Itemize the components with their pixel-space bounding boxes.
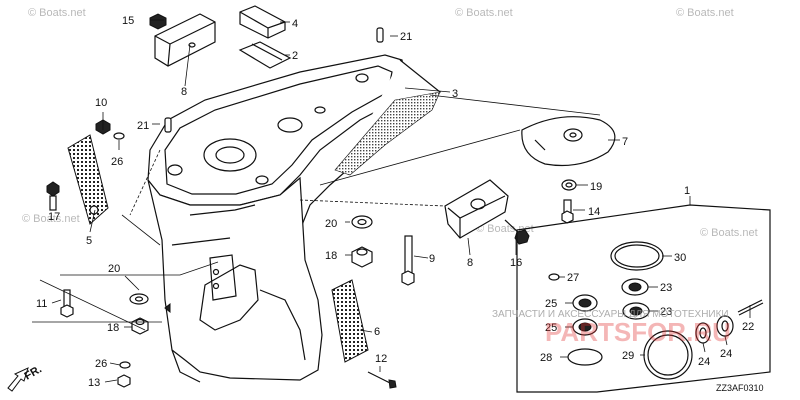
callout-29: 29 xyxy=(622,350,634,362)
plate-2 xyxy=(238,41,292,69)
bracket-8 xyxy=(444,179,509,239)
gear-case-housing xyxy=(147,54,441,383)
callout-24-left: 24 xyxy=(698,356,710,368)
callout-12: 12 xyxy=(375,353,387,365)
water-screen-grill-5 xyxy=(67,134,109,225)
callout-21-top: 21 xyxy=(400,31,412,43)
watermark-boats-top-right: © Boats.net xyxy=(676,7,734,19)
screw-12 xyxy=(367,371,397,389)
seal-24-right xyxy=(716,315,734,337)
bolt-14 xyxy=(561,199,574,224)
anode-plate-7 xyxy=(521,116,616,167)
washer-19 xyxy=(561,179,577,191)
front-direction-arrow: FR. xyxy=(7,363,44,392)
water-pump-kit-box-1 xyxy=(516,196,771,393)
callout-6: 6 xyxy=(374,326,380,338)
callout-25-lower: 25 xyxy=(545,322,557,334)
callout-27: 27 xyxy=(567,272,579,284)
callout-8-top: 8 xyxy=(181,86,187,98)
callout-4: 4 xyxy=(292,18,298,30)
rubber-block-4 xyxy=(239,5,286,39)
callout-21-left: 21 xyxy=(137,120,149,132)
callout-5: 5 xyxy=(86,235,92,247)
drawing-code: ZZ3AF0310 xyxy=(716,383,764,393)
bolt-13 xyxy=(117,374,131,388)
bearing-25-lower xyxy=(572,318,598,336)
watermark-boats-top-mid: © Boats.net xyxy=(455,7,513,19)
direction-label: FR. xyxy=(23,363,44,382)
bolt-9 xyxy=(401,235,415,286)
callout-8-bracket: 8 xyxy=(467,257,473,269)
bearing-25-upper xyxy=(572,294,598,312)
callout-13: 13 xyxy=(88,377,100,389)
callout-14: 14 xyxy=(588,206,600,218)
dowel-pin-21-top xyxy=(376,27,384,43)
callout-26-top: 26 xyxy=(111,156,123,168)
callout-3: 3 xyxy=(452,88,458,100)
bolt-15 xyxy=(149,13,167,30)
callout-28: 28 xyxy=(540,352,552,364)
callout-9: 9 xyxy=(429,253,435,265)
watermark-boats-mid-left: © Boats.net xyxy=(22,213,80,225)
washer-20-upper xyxy=(351,215,373,229)
callout-1: 1 xyxy=(684,185,690,197)
callout-26-lower: 26 xyxy=(95,358,107,370)
callout-24-right: 24 xyxy=(720,348,732,360)
o-ring-28 xyxy=(567,348,603,366)
callout-22: 22 xyxy=(742,321,754,333)
watermark-boats-right: © Boats.net xyxy=(700,227,758,239)
callout-18-lower: 18 xyxy=(107,322,119,334)
water-screen-grill-6 xyxy=(331,279,369,363)
dowel-pin-21-left xyxy=(164,117,172,133)
o-ring-30 xyxy=(610,241,664,271)
callout-17: 17 xyxy=(48,211,60,223)
callout-23-lower: 23 xyxy=(660,306,672,318)
watermark-boats-top-left: © Boats.net xyxy=(28,7,86,19)
callout-30: 30 xyxy=(674,252,686,264)
callout-23-upper: 23 xyxy=(660,282,672,294)
bearing-23-upper xyxy=(621,278,649,296)
washer-26-top xyxy=(113,132,125,140)
callout-16: 16 xyxy=(510,257,522,269)
washer-20-lower xyxy=(129,293,149,305)
callout-2: 2 xyxy=(292,50,298,62)
callout-25-upper: 25 xyxy=(545,298,557,310)
watermark-partsfor-cyrillic: ЗАПЧАСТИ И АКСЕССУАРЫ ДЛЯ МОТОТЕХНИКИ xyxy=(492,309,729,320)
bolt-16 xyxy=(504,219,530,245)
callout-7: 7 xyxy=(622,136,628,148)
watermark-partsfor-brand: PARTSFOR.RU xyxy=(545,317,731,347)
callout-20-lower: 20 xyxy=(108,263,120,275)
bushing-18-lower xyxy=(131,317,149,335)
pin-22 xyxy=(737,299,764,316)
callout-19: 19 xyxy=(590,181,602,193)
washer-26-lower xyxy=(119,361,131,369)
bushing-18-upper xyxy=(351,246,373,268)
bolt-17 xyxy=(46,181,60,211)
callout-labels: 15 8 4 2 21 3 21 10 26 17 5 7 19 14 1 20… xyxy=(36,15,754,389)
callout-20-upper: 20 xyxy=(325,218,337,230)
callout-18-upper: 18 xyxy=(325,250,337,262)
bolt-11 xyxy=(60,289,74,318)
leader-lines xyxy=(32,19,751,383)
callout-11: 11 xyxy=(36,298,47,310)
o-ring-27 xyxy=(548,273,560,281)
rubber-block-8-top xyxy=(154,13,216,67)
callout-15: 15 xyxy=(122,15,134,27)
callout-10: 10 xyxy=(95,97,107,109)
